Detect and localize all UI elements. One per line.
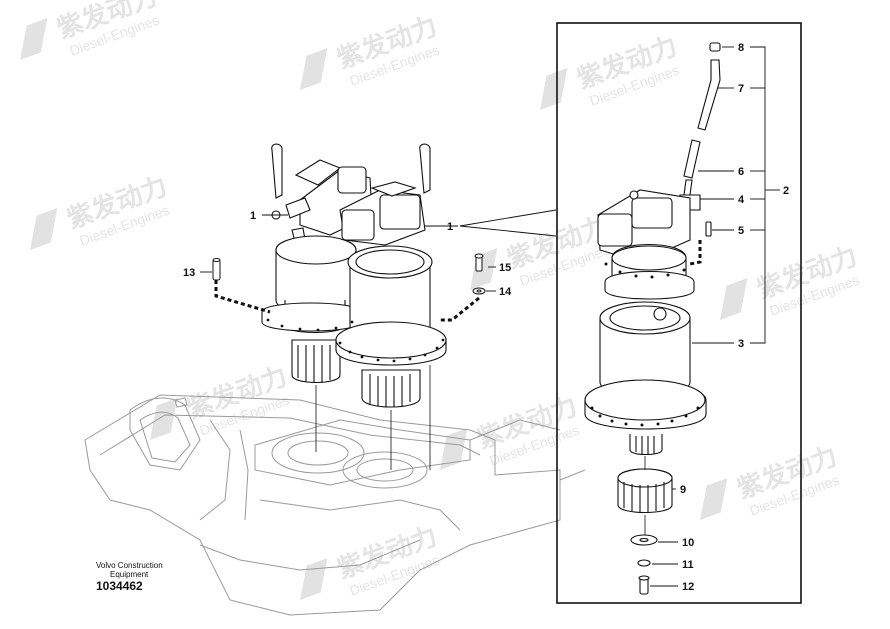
callout-number: 11 (682, 559, 694, 571)
bolt-13-drawing (212, 258, 221, 281)
watermark-logo-icon (720, 278, 748, 320)
callout-number: 5 (738, 225, 744, 237)
watermark-logo-icon (300, 48, 328, 90)
callout-number: 4 (738, 194, 745, 206)
drawing-number: 1034462 (96, 579, 143, 593)
watermark-logo-icon (700, 478, 728, 520)
callout-number: 6 (738, 166, 744, 178)
callout-number: 15 (499, 262, 511, 274)
callout-number: 13 (183, 267, 195, 279)
callout-number: 7 (738, 83, 744, 95)
company-caption: Volvo Construction Equipment (96, 561, 176, 579)
watermark-logo-icon (150, 398, 178, 440)
callout-leaders-left (200, 209, 557, 292)
swing-motor-assembly-left (261, 143, 447, 408)
callout-leaders-right (650, 46, 780, 587)
callout-number: 10 (682, 537, 694, 549)
bolt-15-drawing (474, 253, 484, 272)
callout-number: 3 (738, 338, 744, 350)
callout-number: 14 (499, 286, 512, 298)
callout-number: 2 (783, 185, 789, 197)
callout-number: 9 (680, 484, 686, 496)
centerlines (315, 365, 431, 470)
company-line-1: Volvo Construction (96, 561, 163, 570)
watermark-logo-icon (300, 558, 328, 600)
callout-number: 8 (738, 42, 744, 54)
callouts-left: 1 1 13 15 14 (183, 210, 512, 298)
leader-dashes-left (214, 280, 480, 322)
callout-number: 12 (682, 581, 694, 593)
washer-14-drawing (472, 287, 486, 295)
detail-frame (556, 22, 802, 604)
callout-number: 1 (250, 210, 256, 222)
upper-frame-drawing (84, 394, 586, 616)
callout-number: 1 (447, 221, 453, 233)
detail-dashes (689, 240, 702, 266)
watermark-logo-icon (30, 208, 58, 250)
callouts-right: 8 7 2 6 4 5 3 9 10 11 12 (680, 42, 789, 593)
watermark-logo-icon (540, 68, 568, 110)
company-line-2: Equipment (110, 570, 149, 579)
watermark-logo-icon (20, 18, 48, 60)
swing-motor-detail-drawing (584, 42, 721, 595)
